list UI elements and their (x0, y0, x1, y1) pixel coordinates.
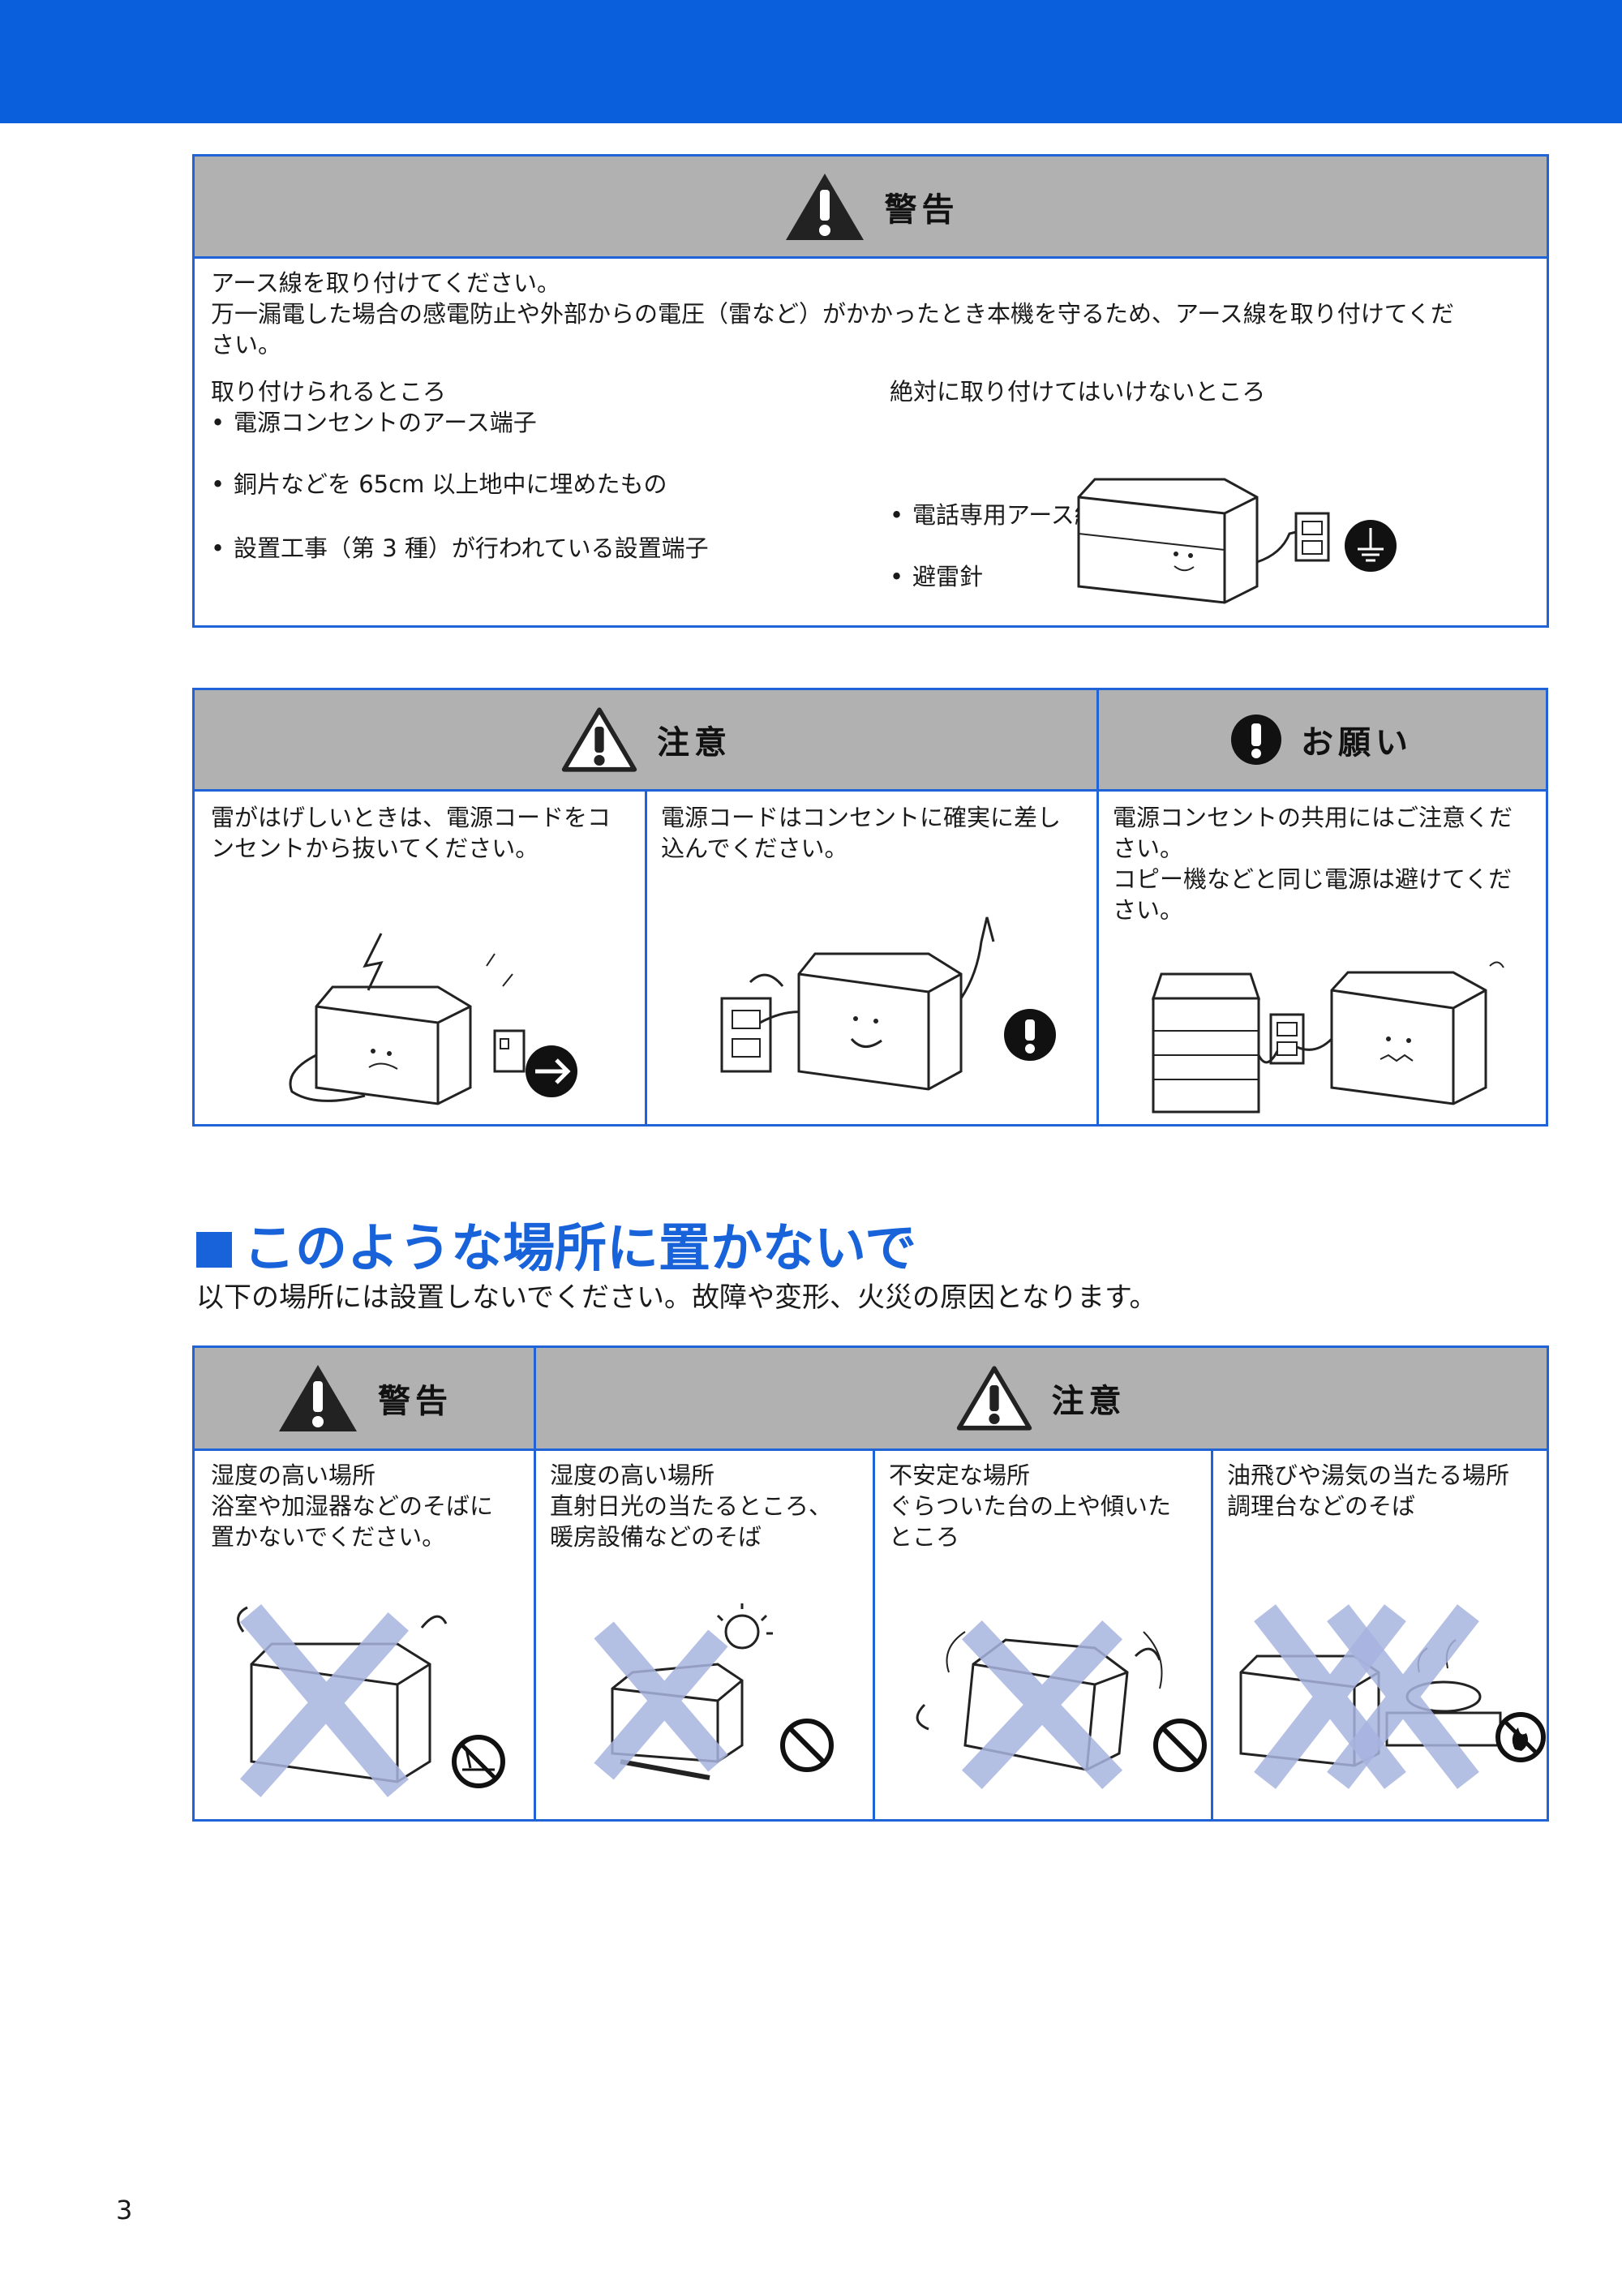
warning-label: 警告 (378, 1383, 453, 1420)
place-text-2: 暖房設備などのそば (550, 1523, 762, 1551)
exclamation-circle-icon (1231, 715, 1281, 765)
request-label: お願い (1301, 724, 1413, 762)
divider (534, 1348, 536, 1819)
x-mark-icon (594, 1621, 728, 1780)
caution-text-2: 込んでください。 (661, 835, 848, 862)
caution-request-box: 注意 お願い 雷がはげしいときは、電源コードをコ ンセントから抜いてください。 … (192, 688, 1548, 1127)
caution-text-1: 雷がはげしいときは、電源コードをコ (211, 804, 611, 831)
place-text-1: 浴室や加湿器などのそばに (211, 1492, 494, 1520)
request-text: さい。 (1113, 835, 1184, 862)
placement-header: 警告 注意 (195, 1348, 1547, 1451)
place-text-3: 不安定な場所 (889, 1461, 1031, 1489)
place-text-2: 湿度の高い場所 (550, 1461, 715, 1489)
divider (1211, 1451, 1213, 1819)
place-text-4: 調理台などのそば (1227, 1492, 1416, 1520)
square-bullet-icon (196, 1232, 232, 1268)
x-mark-icon (961, 1620, 1123, 1790)
cooking-place-illustration (1239, 1604, 1546, 1789)
caution-label: 注意 (1051, 1383, 1126, 1420)
x-mark-icon (1327, 1604, 1479, 1789)
ground-line2: 万一漏電した場合の感電防止や外部からの電圧（雷など）がかかったとき本機を守るため… (211, 300, 1454, 328)
sunlight-place-illustration (594, 1603, 834, 1780)
warning-label: 警告 (884, 191, 959, 229)
shared-outlet-illustration (1151, 961, 1504, 1114)
caution-text-1: ンセントから抜いてください。 (211, 835, 539, 862)
x-mark-icon (239, 1604, 410, 1798)
top-banner (0, 0, 1622, 123)
place-text-3: ところ (889, 1523, 960, 1551)
ground-line3: さい。 (211, 331, 282, 358)
warning-triangle-icon (279, 1365, 357, 1431)
section-lead: 以下の場所には設置しないでください。故障や変形、火災の原因となります。 (196, 1281, 1157, 1314)
divider (1096, 690, 1099, 1124)
warning-triangle-icon (785, 173, 864, 240)
caution-label: 注意 (657, 724, 732, 762)
divider (645, 792, 647, 1124)
ok-item: 銅片などを 65cm 以上地中に埋めたもの (211, 469, 1563, 500)
section-title-text: このような場所に置かないで (243, 1219, 917, 1279)
placement-box: 警告 注意 湿度の高い場所 浴室や加湿器などのそばに 置かないでください。 湿度… (192, 1345, 1549, 1822)
place-text-3: ぐらついた台の上や傾いた (889, 1492, 1172, 1520)
divider (873, 1451, 875, 1819)
warning-header: 警告 (195, 157, 1547, 259)
printer-ground-illustration (1077, 478, 1397, 604)
place-text-1: 置かないでください。 (211, 1523, 446, 1551)
place-text-1: 湿度の高い場所 (211, 1461, 376, 1489)
place-text-2: 直射日光の当たるところ、 (550, 1492, 833, 1520)
humid-place-illustration (237, 1604, 505, 1798)
caution-text-2: 電源コードはコンセントに確実に差し (661, 804, 1062, 831)
ng-title: 絶対に取り付けてはいけないところ (890, 378, 1266, 406)
ground-warning-box: 警告 アース線を取り付けてください。 万一漏電した場合の感電防止や外部からの電圧… (192, 154, 1549, 628)
ok-title: 取り付けられるところ (211, 378, 447, 406)
request-text: さい。 (1113, 896, 1184, 924)
lightning-unplug-illustration (289, 933, 577, 1105)
request-text: 電源コンセントの共用にはご注意くだ (1113, 804, 1513, 831)
plug-firmly-illustration (720, 916, 1056, 1091)
warning-triangle-icon (956, 1366, 1032, 1431)
ok-item: 電源コンセントのアース端子 (211, 407, 1563, 438)
place-text-4: 油飛びや湯気の当たる場所 (1227, 1461, 1510, 1489)
page-number: 3 (116, 2195, 133, 2225)
unstable-place-illustration (916, 1620, 1207, 1790)
caution-header: 注意 お願い (195, 690, 1546, 792)
ground-line1: アース線を取り付けてください。 (211, 269, 560, 297)
ok-item: 設置工事（第 3 種）が行われている設置端子 (211, 533, 1563, 564)
warning-triangle-icon (561, 707, 637, 772)
request-text: コピー機などと同じ電源は避けてくだ (1113, 865, 1513, 893)
section-title: このような場所に置かないで (196, 1207, 916, 1281)
ng-item: 避雷針 (890, 561, 1622, 592)
ng-item: 電話専用アース線 (890, 500, 1622, 530)
